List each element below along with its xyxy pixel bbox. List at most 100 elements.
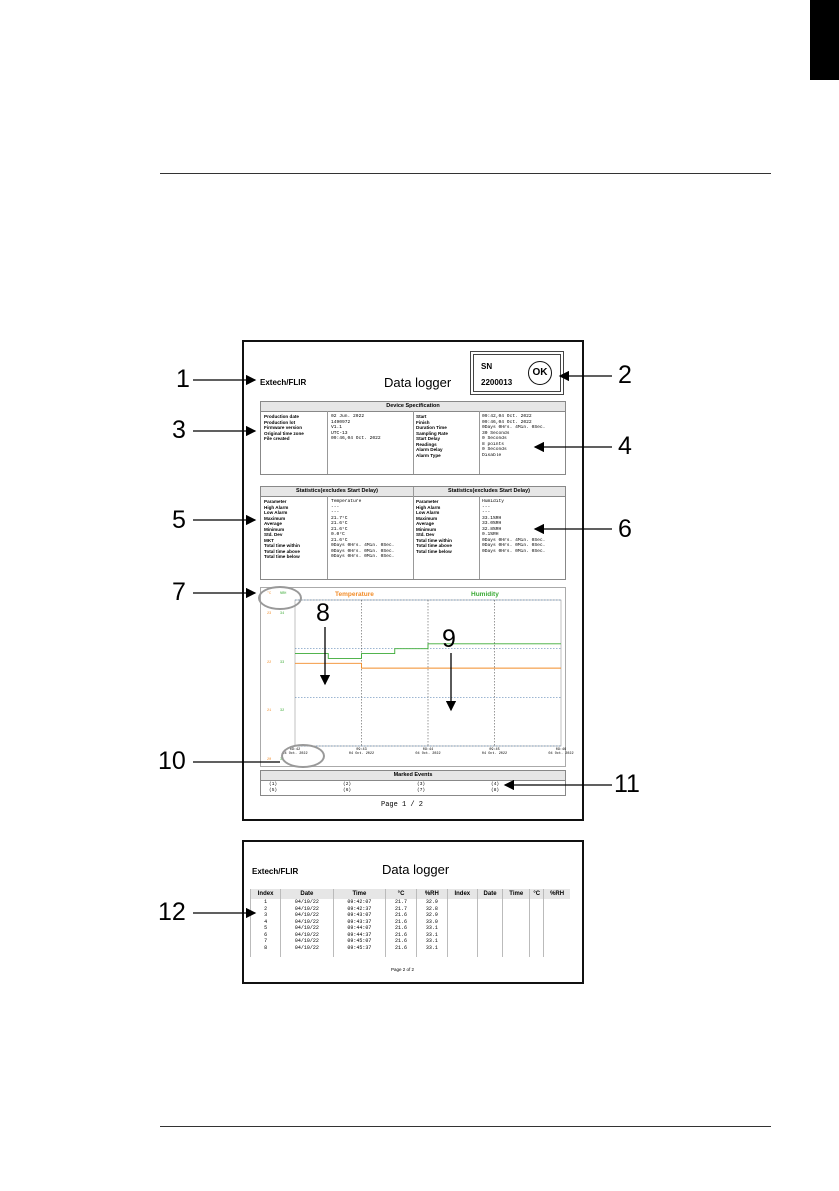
table-cell-empty: [476, 938, 503, 945]
stat-label-9: Total time above: [264, 548, 300, 554]
y-tick-humidity: 33: [280, 660, 285, 665]
table-cell-empty: [543, 938, 570, 945]
spec-value-r-1: 09:46,04 Oct. 2022: [482, 419, 532, 425]
marked-event-slot: (7): [417, 788, 426, 793]
stat-value-7: 21.6°C: [331, 537, 348, 543]
table-cell: 09:44:37: [332, 931, 386, 938]
table-cell: 09:42:07: [332, 899, 386, 906]
table-cell-empty: [543, 925, 570, 932]
serial-number: 2200013: [481, 378, 513, 387]
table-cell-empty: [502, 905, 530, 912]
stat-label-r-9: Total time below: [416, 548, 452, 554]
status-badge: OK: [528, 361, 552, 385]
brand-label-2: Extech/FLIR: [252, 867, 299, 876]
table-cell: 09:43:07: [332, 912, 386, 919]
spec-value-r-5: 8 points: [482, 441, 505, 447]
table-cell-empty: [543, 912, 570, 919]
table-cell: 32.8: [415, 905, 448, 912]
column-header: %RH: [415, 889, 448, 899]
table-cell: 21.6: [385, 912, 417, 919]
marked-event-slot: (3): [417, 782, 426, 787]
table-cell-empty: [476, 944, 503, 951]
table-cell-empty: [529, 938, 544, 945]
report-title: Data logger: [384, 375, 452, 390]
humidity-line: [295, 643, 561, 659]
stat-label-8: Total time within: [264, 543, 300, 548]
callout-9: 9: [442, 625, 456, 653]
stat-label-1: High Alarm: [264, 504, 289, 510]
callout-10: 10: [158, 747, 186, 775]
table-cell-empty: [446, 925, 478, 932]
stat-label-r-6: Std. Dev: [416, 532, 435, 537]
column-header: Date: [280, 889, 334, 899]
table-cell: 8: [249, 944, 281, 951]
table-cell: 33.0: [415, 918, 448, 925]
table-cell: 32.9: [415, 912, 448, 919]
brand-label: Extech/FLIR: [260, 378, 307, 387]
column-header: Time: [502, 889, 530, 899]
column-header: Index: [446, 889, 478, 899]
y-tick-humidity: 32: [280, 709, 285, 714]
callout-4: 4: [618, 432, 632, 460]
marked-events-box: Marked Events (1)(2)(3)(4)(5)(6)(7)(8): [260, 770, 566, 796]
stat-label-r-4: Average: [416, 521, 434, 526]
table-cell-empty: [476, 931, 503, 938]
sn-label: SN: [481, 362, 493, 371]
table-cell: 1: [249, 899, 281, 906]
column-header: Index: [249, 889, 281, 899]
table-cell: 33.1: [415, 925, 448, 932]
callout-7: 7: [172, 578, 186, 606]
table-cell: 33.1: [415, 944, 448, 951]
time-highlight-ellipse: [281, 744, 325, 768]
header-rule: [160, 173, 771, 174]
spec-label-r-2: Duration Time: [416, 425, 447, 430]
table-cell: 21.6: [385, 944, 417, 951]
stat-value-5: 21.6°C: [331, 526, 348, 532]
stat-label-4: Average: [264, 521, 282, 526]
table-cell: 33.1: [415, 938, 448, 945]
table-cell-empty: [446, 944, 478, 951]
callout-6: 6: [618, 515, 632, 543]
stat-value-9: 0Days 0Hrs. 0Min. 0Sec.: [331, 548, 395, 554]
temperature-line: [295, 662, 561, 669]
table-cell-empty: [476, 918, 503, 925]
table-cell: 04/10/22: [280, 938, 334, 945]
stat-label-3: Maximum: [264, 515, 286, 521]
spec-label-r-0: Start: [416, 414, 427, 419]
table-cell-empty: [529, 918, 544, 925]
spec-value-2: V1.1: [331, 425, 343, 430]
table-cell-empty: [529, 944, 544, 951]
table-cell: 09:45:37: [332, 944, 386, 951]
marked-event-slot: (6): [343, 788, 352, 793]
stat-value-0: Temperature: [331, 499, 362, 504]
callout-3: 3: [172, 416, 186, 444]
y-tick-temp: 21: [267, 709, 272, 714]
stat-value-r-5: 32.8%RH: [482, 526, 502, 532]
table-cell-empty: [476, 899, 503, 906]
table-cell: 09:42:37: [332, 905, 386, 912]
table-cell: 04/10/22: [280, 931, 334, 938]
table-cell: 21.6: [385, 938, 417, 945]
stat-value-r-6: 0.1%RH: [482, 532, 499, 537]
marked-event-slot: (1): [269, 782, 278, 787]
table-cell-empty: [476, 925, 503, 932]
stat-value-2: ---: [331, 510, 340, 515]
table-cell: 6: [249, 931, 281, 938]
spec-value-0: 02 Jun. 2022: [331, 414, 365, 419]
table-cell-empty: [502, 918, 530, 925]
stat-value-r-2: ---: [482, 510, 491, 515]
legend-temperature: Temperature: [335, 591, 374, 598]
stat-label-r-1: High Alarm: [416, 504, 441, 510]
column-header: %RH: [543, 889, 570, 899]
table-cell-empty: [502, 944, 530, 951]
stat-label-r-7: Total time within: [416, 537, 452, 543]
table-cell-empty: [529, 899, 544, 906]
